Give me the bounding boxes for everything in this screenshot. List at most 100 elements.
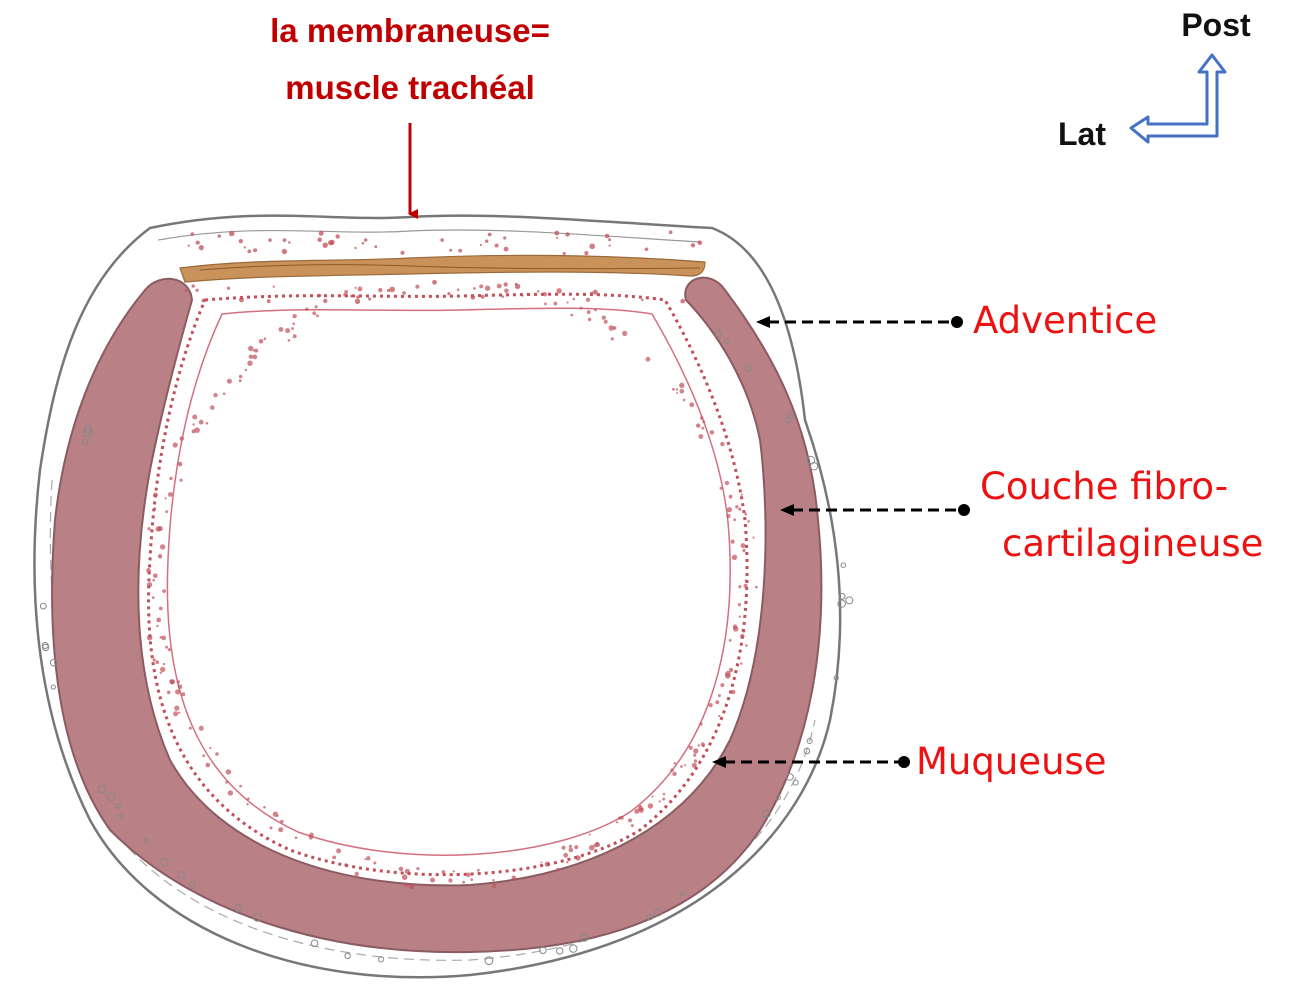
speckle — [471, 295, 476, 300]
speckle — [720, 683, 724, 687]
speckle — [168, 492, 173, 497]
speckle — [378, 288, 382, 292]
speckle — [556, 868, 560, 872]
speckle — [192, 284, 195, 287]
speckle — [317, 237, 322, 242]
speckle — [358, 287, 363, 292]
speckle — [586, 298, 590, 302]
speckle — [453, 870, 455, 872]
speckle — [738, 603, 741, 606]
speckle — [740, 634, 744, 638]
speckle — [596, 842, 601, 847]
speckle — [319, 231, 324, 236]
speckle — [245, 369, 247, 371]
speckle — [481, 295, 485, 299]
speckle — [680, 765, 683, 768]
speckle — [276, 815, 278, 817]
speckle — [462, 881, 465, 884]
speckle — [709, 703, 713, 707]
speckle — [210, 405, 215, 410]
speckle — [447, 292, 450, 295]
speckle — [213, 393, 217, 397]
speckle — [589, 244, 595, 250]
speckle — [309, 835, 313, 839]
speckle — [156, 618, 161, 623]
speckle — [841, 563, 846, 568]
speckle — [680, 389, 685, 394]
speckle — [512, 876, 517, 881]
speckle — [488, 233, 492, 237]
speckle — [356, 295, 359, 298]
speckle — [263, 806, 266, 809]
speckle — [569, 845, 572, 848]
speckle — [645, 248, 649, 252]
speckle — [177, 680, 180, 683]
speckle — [674, 762, 677, 765]
speckle — [676, 392, 678, 394]
speckle — [744, 584, 748, 588]
speckle — [715, 700, 719, 704]
speckle — [273, 286, 275, 288]
speckle — [315, 305, 318, 308]
speckle — [409, 884, 414, 889]
speckle — [544, 303, 547, 306]
speckle — [146, 568, 151, 573]
speckle — [364, 238, 368, 242]
speckle — [175, 689, 180, 694]
speckle — [733, 626, 738, 631]
speckle — [268, 238, 272, 242]
speckle — [556, 288, 561, 293]
speckle — [152, 596, 155, 599]
speckle — [590, 292, 593, 295]
speckle — [179, 436, 184, 441]
speckle — [402, 291, 406, 295]
speckle — [432, 280, 437, 285]
speckle — [584, 251, 588, 255]
speckle — [699, 722, 702, 725]
speckle — [473, 287, 476, 290]
speckle — [253, 248, 257, 252]
speckle — [543, 292, 547, 296]
speckle — [196, 289, 199, 292]
speckle — [680, 299, 685, 304]
speckle — [672, 772, 676, 776]
speckle — [569, 848, 574, 853]
speckle — [430, 878, 435, 883]
speckle — [196, 241, 200, 245]
speckle — [540, 862, 542, 864]
speckle — [608, 238, 611, 241]
speckle — [160, 544, 165, 549]
speckle — [288, 241, 291, 244]
speckle — [373, 862, 376, 865]
speckle — [156, 625, 158, 627]
label-couche-line-1: Couche fibro- — [980, 465, 1228, 508]
speckle — [458, 249, 462, 253]
speckle — [278, 827, 283, 832]
speckle — [362, 242, 365, 245]
speckle — [744, 513, 747, 516]
speckle — [165, 646, 168, 649]
speckle — [691, 243, 695, 247]
speckle — [267, 299, 271, 303]
speckle — [485, 286, 490, 291]
speckle — [642, 808, 644, 810]
speckle — [701, 427, 704, 430]
speckle — [185, 289, 188, 292]
speckle — [188, 245, 190, 247]
speckle — [501, 295, 504, 298]
speckle — [192, 429, 196, 433]
speckle — [404, 883, 408, 887]
speckle — [693, 748, 698, 753]
speckle — [165, 497, 167, 499]
speckle — [159, 607, 163, 611]
speckle — [160, 672, 162, 674]
speckle — [147, 635, 152, 640]
speckle — [163, 663, 165, 665]
speckle — [729, 639, 732, 642]
speckle — [522, 295, 524, 297]
speckle — [154, 507, 157, 510]
speckle — [168, 648, 171, 651]
speckle — [206, 763, 211, 768]
speckle — [400, 251, 404, 255]
speckle — [228, 790, 233, 795]
